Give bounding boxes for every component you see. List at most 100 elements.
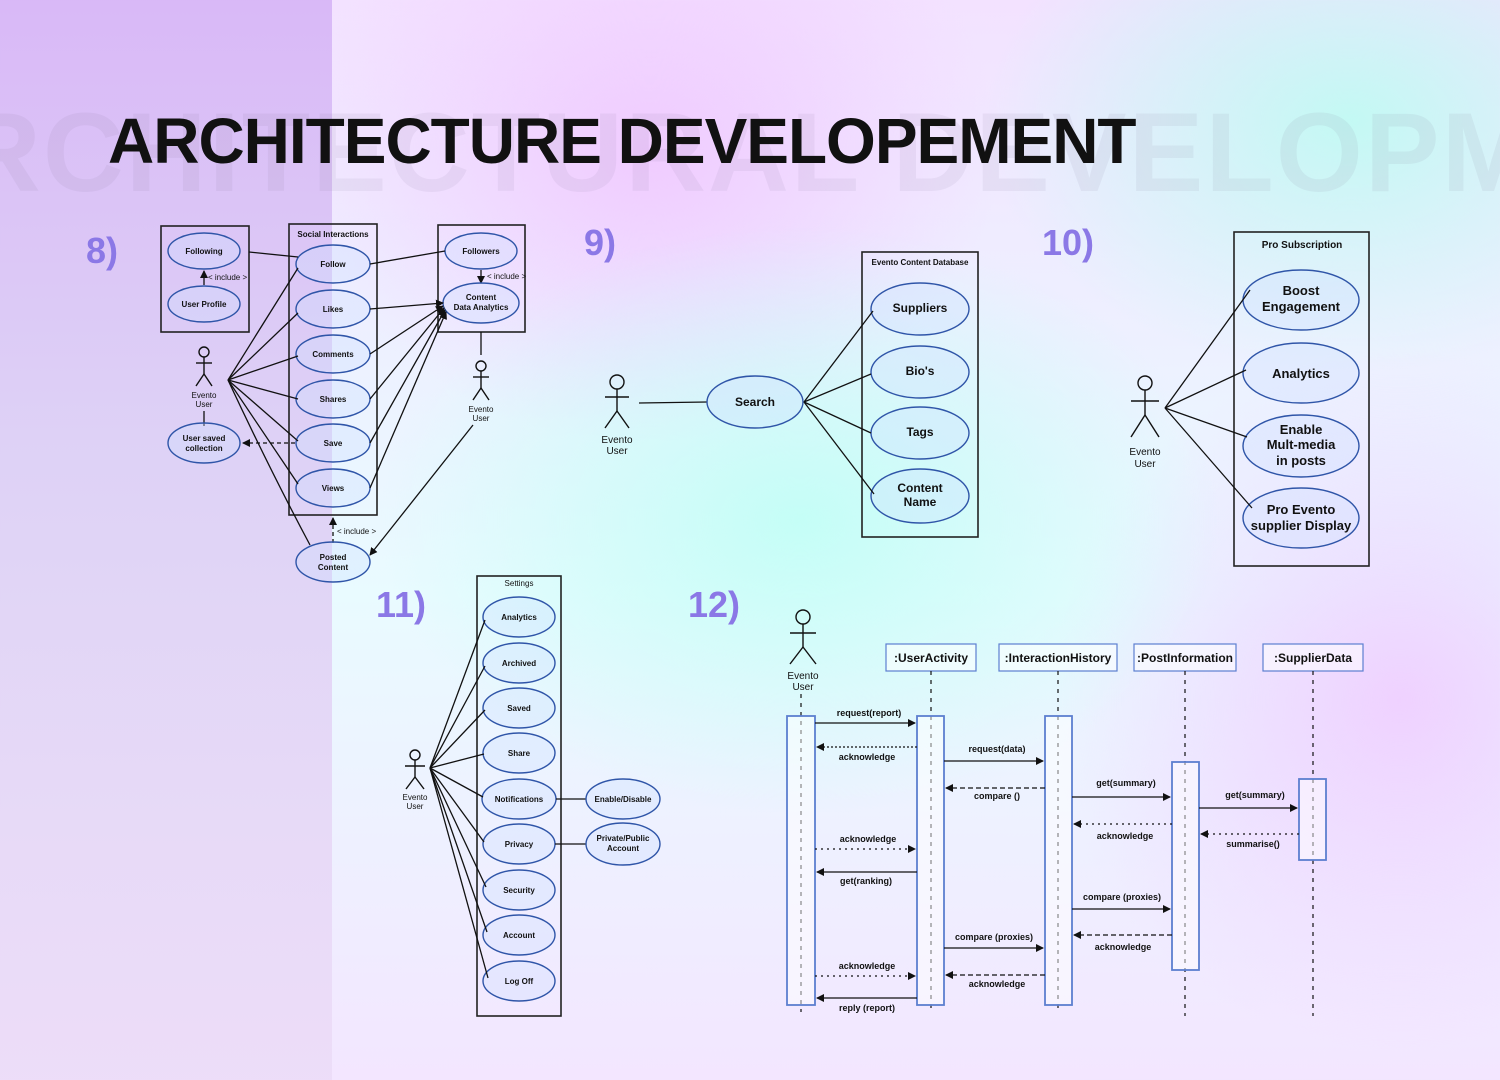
use-case-ellipse (870, 468, 970, 524)
object-label: :SupplierData (1274, 651, 1352, 665)
sequence-diagram: Evento User :UserActivity :InteractionHi… (786, 609, 1364, 1016)
use-case-label: Saved (507, 704, 531, 713)
posted-content-label-2: Content (318, 563, 349, 572)
private-public-ellipse (585, 822, 661, 866)
use-case-ellipse (482, 732, 556, 774)
saved-collection-label-1: User saved (183, 434, 226, 443)
use-case-label: supplier Display (1251, 518, 1352, 533)
following-ellipse (167, 232, 241, 270)
use-case-ellipse (482, 642, 556, 684)
use-case-label: Name (904, 495, 937, 509)
use-case-diagram-search: Evento User Search Evento Content Databa… (601, 251, 979, 538)
activation-bar-user (786, 715, 816, 1006)
content-database-title: Evento Content Database (872, 258, 969, 267)
pro-subscription-title: Pro Subscription (1262, 240, 1343, 251)
saved-collection-label-2: collection (185, 444, 222, 453)
diagram-number-8: 8) (86, 230, 119, 271)
use-case-diagram-settings: Evento User Settings Analytics Archived … (403, 575, 661, 1017)
message-label: get(summary) (1096, 778, 1156, 788)
use-case-label: Enable (1280, 422, 1323, 437)
actor-label-line2: User (473, 414, 490, 423)
content-analytics-label-1: Content (466, 293, 497, 302)
message-label: acknowledge (839, 961, 896, 971)
use-case-label: Suppliers (893, 301, 948, 315)
message-label: get(ranking) (840, 876, 892, 886)
message-label: request(data) (968, 744, 1025, 754)
content-analytics-label-2: Data Analytics (454, 303, 509, 312)
object-label: :PostInformation (1137, 651, 1233, 665)
use-case-label: Account (503, 931, 535, 940)
activation-bar-interaction-history (1044, 715, 1073, 1006)
use-case-label: Log Off (505, 977, 534, 986)
enable-disable-label: Enable/Disable (595, 795, 652, 804)
use-case-label: Follow (320, 260, 346, 269)
page-title: ARCHITECTURE DEVELOPEMENT (108, 105, 1136, 177)
background-watermark-text: RCHITECTURAL DEVELOPMENT (0, 90, 1500, 215)
use-case-label: Tags (906, 425, 933, 439)
actor-label-line1: Evento (787, 671, 819, 682)
use-case-diagram-subscription: Evento User Pro Subscription Boost Engag… (1129, 231, 1370, 567)
actor-icon (405, 749, 425, 790)
actor-icon (604, 374, 630, 429)
message-label: acknowledge (839, 752, 896, 762)
posted-content-ellipse (295, 541, 371, 583)
actor-label-line1: Evento (192, 391, 217, 400)
diagram-number-12: 12) (688, 584, 741, 625)
diagram-number-11: 11) (376, 584, 427, 625)
actor-label-line1: Evento (601, 435, 633, 446)
message-label: get(summary) (1225, 790, 1285, 800)
use-case-ellipse (1242, 487, 1360, 549)
profile-box (160, 225, 250, 333)
actor-label-line2: User (407, 802, 424, 811)
pro-subscription-box (1233, 231, 1370, 567)
use-case-label: Analytics (501, 613, 537, 622)
diagram-number-9: 9) (584, 222, 617, 263)
use-case-ellipse (870, 282, 970, 336)
activation-bar-user-activity (916, 715, 945, 1006)
social-interactions-title: Social Interactions (297, 230, 369, 239)
social-interactions-box (288, 223, 378, 516)
actor-label-line2: User (792, 682, 814, 693)
use-case-label: in posts (1276, 453, 1326, 468)
search-ellipse (706, 375, 804, 429)
use-case-label: Views (322, 484, 345, 493)
settings-box (476, 575, 562, 1017)
left-accent-panel (0, 0, 332, 1080)
message-label: reply (report) (839, 1003, 895, 1013)
use-case-ellipse (870, 345, 970, 399)
private-public-label-2: Account (607, 844, 639, 853)
saved-collection-ellipse (167, 422, 241, 464)
private-public-label-1: Private/Public (597, 834, 650, 843)
enable-disable-ellipse (585, 778, 661, 820)
use-case-label: Comments (312, 350, 354, 359)
use-case-ellipse (482, 869, 556, 911)
message-label: request(report) (837, 708, 902, 718)
actor-icon (472, 360, 490, 401)
actor-label-line1: Evento (403, 793, 428, 802)
message-label: compare (proxies) (1083, 892, 1161, 902)
message-label: acknowledge (840, 834, 897, 844)
use-case-label: Boost (1283, 283, 1321, 298)
use-case-label: Pro Evento (1267, 502, 1336, 517)
following-label: Following (185, 247, 222, 256)
use-case-label: Engagement (1262, 299, 1341, 314)
object-label: :UserActivity (894, 651, 968, 665)
include-label-left: < include > (208, 273, 247, 282)
message-label: summarise() (1226, 839, 1280, 849)
message-label: compare (proxies) (955, 932, 1033, 942)
use-case-label: Likes (323, 305, 344, 314)
content-database-box (861, 251, 979, 538)
followers-label: Followers (462, 247, 500, 256)
use-case-label: Save (324, 439, 343, 448)
use-case-ellipse (1242, 342, 1360, 404)
use-case-ellipse (482, 914, 556, 956)
use-case-ellipse (1242, 414, 1360, 478)
actor-label-line1: Evento (1129, 447, 1161, 458)
use-case-label: Bio's (906, 364, 935, 378)
message-label: acknowledge (1095, 942, 1152, 952)
search-label: Search (735, 395, 775, 409)
message-label: compare () (974, 791, 1020, 801)
activation-bar-post-information (1171, 761, 1200, 971)
use-case-diagram-social: Following < include > User Profile Event… (160, 223, 526, 583)
